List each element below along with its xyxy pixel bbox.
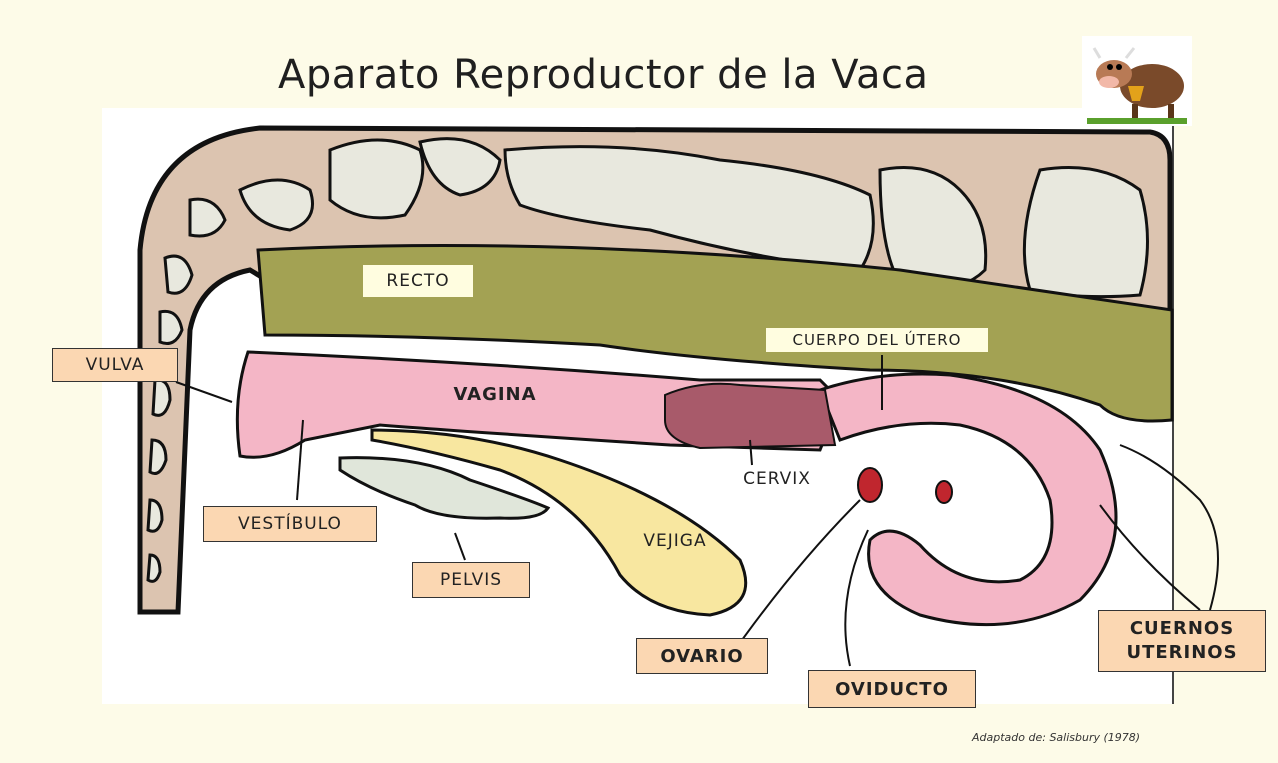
label-vagina: VAGINA: [440, 382, 550, 406]
cow-cartoon-icon: [1082, 36, 1192, 126]
label-recto: RECTO: [363, 265, 473, 297]
ovary-right: [936, 481, 952, 503]
label-vestibulo: VESTÍBULO: [203, 506, 377, 542]
label-vejiga: VEJIGA: [620, 528, 730, 554]
cervix-shape: [665, 384, 835, 448]
label-cervix: CERVIX: [728, 467, 826, 491]
label-ovario: OVARIO: [636, 638, 768, 674]
label-cuernos-uterinos: CUERNOS UTERINOS: [1098, 610, 1266, 672]
label-cuerpo-utero: CUERPO DEL ÚTERO: [766, 328, 988, 352]
label-cuernos-line1: CUERNOS: [1130, 617, 1234, 641]
ovary-left: [858, 468, 882, 502]
label-pelvis: PELVIS: [412, 562, 530, 598]
label-cuernos-line2: UTERINOS: [1126, 641, 1237, 665]
source-caption: Adaptado de: Salisbury (1978): [972, 731, 1140, 744]
label-vulva: VULVA: [52, 348, 178, 382]
label-oviducto: OVIDUCTO: [808, 670, 976, 708]
